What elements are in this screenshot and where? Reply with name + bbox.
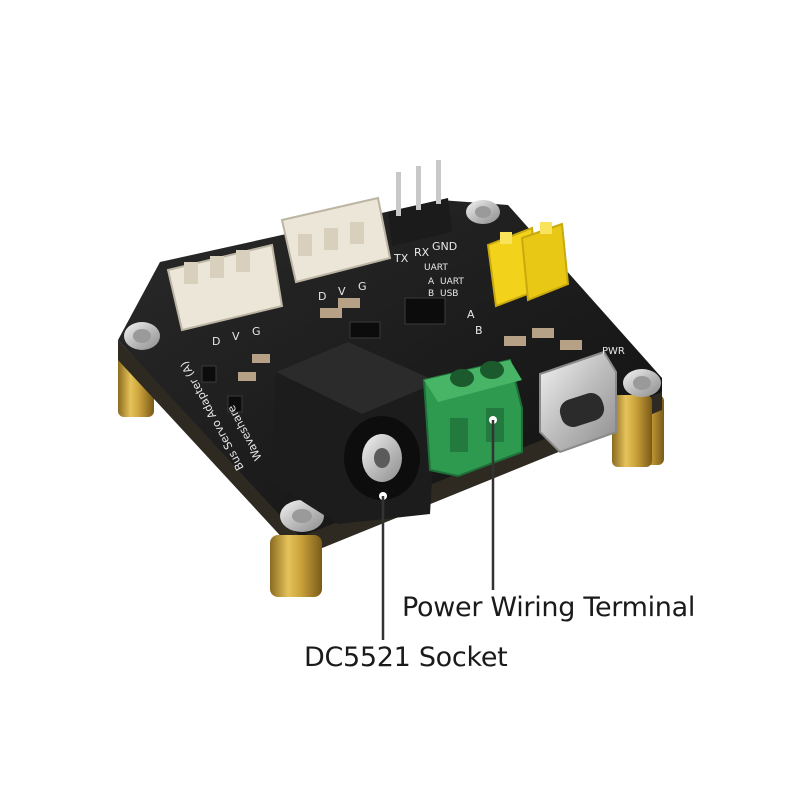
silk-gnd: GND xyxy=(432,240,457,253)
silk-b-label: B xyxy=(428,289,434,299)
servo-connector-left xyxy=(166,243,284,332)
silk-pwr: PWR xyxy=(602,346,625,357)
silk-a-label: A xyxy=(428,277,435,287)
yellow-jumper-switch xyxy=(486,222,570,308)
brass-standoff-front-left xyxy=(270,535,322,597)
screw-back-right xyxy=(466,200,500,224)
svg-text:G: G xyxy=(252,325,261,338)
silk-rx: RX xyxy=(414,246,430,259)
uart-pin-header xyxy=(388,160,452,246)
silk-uart-label: UART xyxy=(440,277,464,287)
silkscreen-switch-labels: A UART B USB A B xyxy=(428,277,483,337)
svg-text:G: G xyxy=(358,280,367,293)
callout-leader-power xyxy=(489,416,497,590)
screw-front-right xyxy=(623,369,661,397)
silk-tx: TX xyxy=(393,252,409,265)
silkscreen-servo-right: D V G xyxy=(318,280,367,303)
svg-text:V: V xyxy=(232,330,240,343)
power-wiring-terminal-label: Power Wiring Terminal xyxy=(402,592,696,623)
smd-components xyxy=(201,297,582,413)
silkscreen-uart-pins: TX RX GND UART xyxy=(393,240,457,273)
callout-leader-dc xyxy=(379,492,387,640)
silkscreen-servo-left: D V G xyxy=(212,325,261,348)
svg-text:V: V xyxy=(338,285,346,298)
dc5521-socket-label: DC5521 Socket xyxy=(304,642,508,673)
servo-connector-right xyxy=(280,196,392,284)
silk-uart-box: UART xyxy=(424,263,448,273)
power-wiring-terminal xyxy=(422,358,523,478)
silk-usb-label: USB xyxy=(440,289,458,299)
svg-text:D: D xyxy=(318,290,326,303)
brass-standoff-front-right xyxy=(612,395,652,467)
screw-back-left xyxy=(124,322,160,350)
usb-c-port xyxy=(539,350,617,454)
svg-text:D: D xyxy=(212,335,220,348)
silk-side-b: B xyxy=(475,324,483,337)
silk-side-a: A xyxy=(467,308,475,321)
dc5521-socket xyxy=(272,342,438,524)
